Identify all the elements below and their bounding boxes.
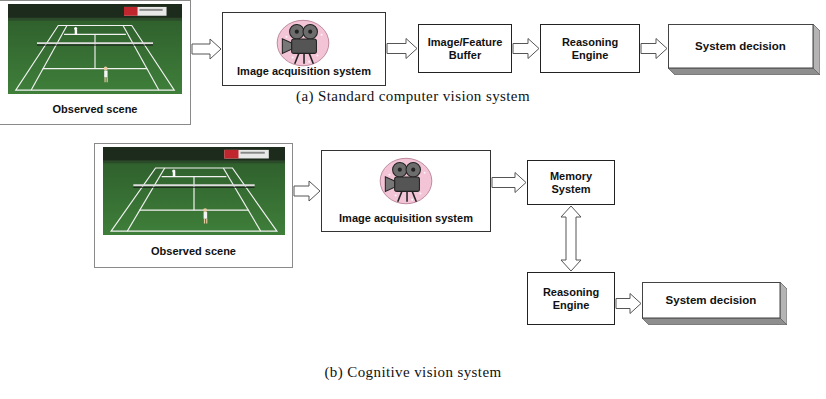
arrow-outline: [513, 39, 539, 59]
node-label: Observed scene: [99, 245, 288, 258]
arrow-outline: [387, 39, 417, 59]
label-holder: Image acquisition system: [227, 59, 381, 83]
node-label: System decision: [666, 294, 757, 307]
node-label: Image acquisition system: [326, 212, 486, 225]
block-arrow: [192, 39, 221, 59]
block-arrow: [387, 39, 417, 59]
decision-front: [643, 283, 781, 319]
bevel-bottom: [668, 68, 820, 75]
subfigure-caption: (a) Standard computer vision system: [296, 88, 530, 105]
node-label: Image acquisition system: [227, 65, 381, 78]
process-box: Reasoning Engine: [540, 24, 640, 73]
arrow-outline: [616, 294, 641, 314]
tennis-scene-image: [103, 147, 285, 235]
label-holder: Image acquisition system: [326, 207, 486, 229]
decision-front: [669, 25, 814, 69]
block-arrow: [513, 39, 539, 59]
arrow-outline: [492, 173, 526, 193]
node-label: System decision: [695, 40, 786, 53]
block-arrow: [492, 173, 526, 193]
block-arrow: [641, 39, 667, 59]
acquisition-box: Image acquisition system: [222, 12, 386, 86]
block-arrow: [616, 294, 641, 314]
process-box: Image/Feature Buffer: [418, 24, 512, 73]
decision-face: System decision: [668, 24, 813, 68]
process-box: Memory System: [527, 160, 615, 205]
camera-icon: [277, 20, 329, 65]
tennis-scene-image: [8, 4, 182, 94]
arrow-outline: [192, 39, 221, 59]
node-label: Reasoning Engine: [536, 286, 606, 312]
node-label: Reasoning Engine: [549, 36, 631, 62]
arrow-outline: [294, 181, 320, 201]
node-label: Observed scene: [4, 103, 186, 116]
block-arrow: [561, 206, 581, 271]
arrow-outline: [561, 206, 581, 271]
bevel-side: [813, 24, 820, 75]
block-arrow: [294, 181, 320, 201]
node-label: Image/Feature Buffer: [427, 36, 503, 62]
acquisition-box: Image acquisition system: [321, 150, 491, 232]
scene-box: Observed scene: [94, 143, 293, 268]
camera-icon: [380, 158, 432, 203]
decision-box: System decision: [642, 282, 787, 325]
node-label: Memory System: [536, 170, 606, 196]
label-holder: Observed scene: [99, 237, 288, 265]
scene-box: Observed scene: [0, 0, 191, 125]
label-holder: Observed scene: [4, 97, 186, 122]
bevel-bottom: [642, 318, 787, 325]
subfigure-caption: (b) Cognitive vision system: [324, 364, 501, 381]
process-box: Reasoning Engine: [527, 272, 615, 325]
decision-box: System decision: [668, 24, 820, 75]
decision-face: System decision: [642, 282, 780, 318]
arrow-outline: [641, 39, 667, 59]
